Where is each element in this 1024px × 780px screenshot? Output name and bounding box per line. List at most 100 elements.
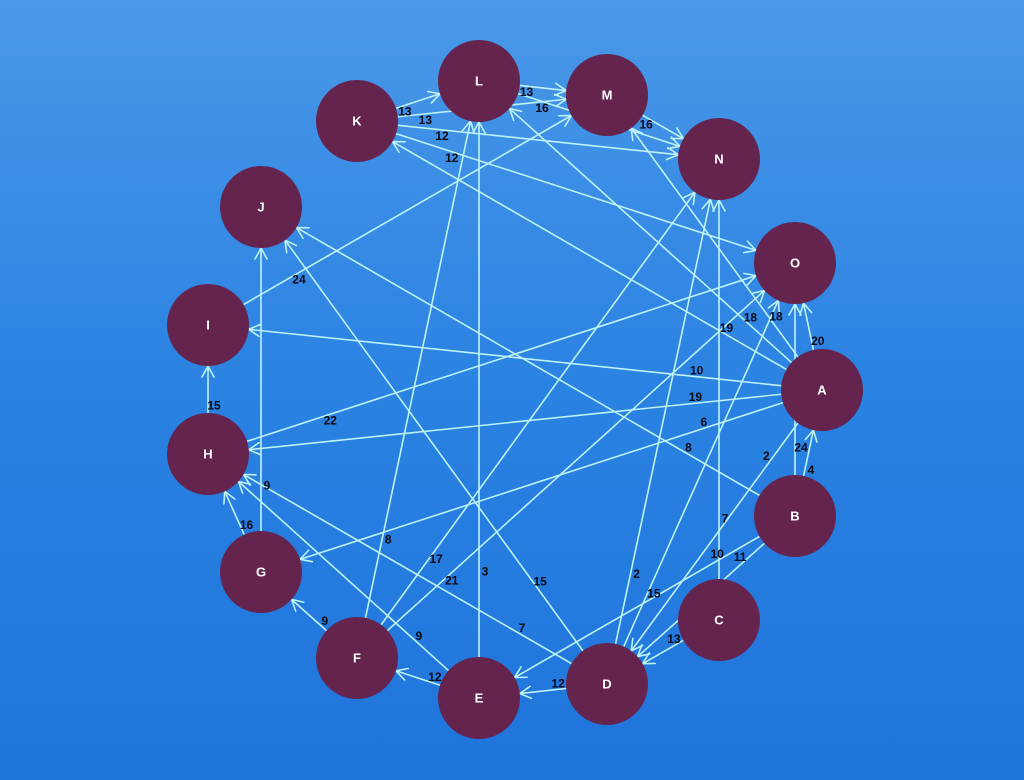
- node-circle: [754, 222, 836, 304]
- arrowhead-A-D: [630, 637, 644, 653]
- edge-G-H: [224, 491, 245, 535]
- node-label: I: [206, 318, 210, 333]
- edge-A-D: [630, 422, 799, 652]
- edge-F-O: [386, 289, 766, 632]
- edge-weight-A-K: 19: [720, 321, 734, 335]
- edge-weight-D-E: 12: [551, 676, 565, 690]
- arrowhead-B-D: [636, 644, 651, 658]
- node-label: J: [257, 200, 264, 215]
- node-circle: [566, 643, 648, 725]
- edge-K-O: [395, 132, 757, 252]
- node-circle: [438, 657, 520, 739]
- node-label: E: [475, 691, 484, 706]
- node-M: M: [566, 54, 648, 136]
- edge-weight-E-F: 12: [428, 670, 442, 684]
- edge-weight-I-M: 24: [292, 272, 306, 286]
- arrowhead-F-N: [682, 190, 696, 206]
- edge-C-D: [642, 639, 684, 665]
- node-label: H: [203, 447, 212, 462]
- node-E: E: [438, 657, 520, 739]
- edge-weight-D-O: 15: [647, 587, 661, 601]
- edge-weight-B-E: 10: [711, 547, 725, 561]
- edge-weight-C-N: 7: [722, 511, 729, 525]
- edge-weight-H-O: 22: [324, 414, 338, 428]
- arrowhead-D-E: [518, 685, 533, 700]
- node-label: D: [602, 677, 611, 692]
- edge-weight-A-I: 10: [690, 364, 704, 378]
- node-H: H: [167, 413, 249, 495]
- arrowhead-L-M: [553, 82, 568, 97]
- arrowhead-F-L: [461, 119, 475, 134]
- edge-weight-A-G: 6: [701, 415, 708, 429]
- edge-M-N: [642, 114, 684, 140]
- node-circle: [220, 531, 302, 613]
- node-label: M: [602, 88, 613, 103]
- edge-weight-M-N: 16: [639, 117, 653, 131]
- node-N: N: [678, 118, 760, 200]
- edge-weight-B-A: 4: [808, 463, 815, 477]
- edge-weight-E-H: 9: [416, 629, 423, 643]
- node-B: B: [754, 475, 836, 557]
- edge-A-H: [248, 393, 782, 451]
- arrowhead-A-M: [630, 126, 644, 142]
- node-circle: [316, 80, 398, 162]
- edge-weight-A-M: 18: [769, 310, 783, 324]
- edge-H-O: [246, 274, 757, 443]
- edge-weight-D-J: 15: [533, 575, 547, 589]
- arrowhead-A-I: [247, 323, 262, 338]
- node-label: L: [475, 74, 483, 89]
- node-label: N: [714, 152, 723, 167]
- edge-weight-B-D: 11: [734, 550, 747, 564]
- edge-weight-L-N: 16: [535, 101, 549, 115]
- arrowhead-E-H: [237, 480, 252, 495]
- edge-E-F: [395, 670, 441, 686]
- edge-weight-L-M: 13: [520, 85, 534, 99]
- node-circle: [566, 54, 648, 136]
- edge-L-M: [519, 84, 567, 92]
- edge-D-J: [284, 239, 584, 652]
- edge-weight-K-O: 12: [445, 151, 459, 165]
- edge-weight-E-L: 3: [482, 564, 489, 578]
- node-I: I: [167, 284, 249, 366]
- node-circle: [167, 413, 249, 495]
- node-label: F: [353, 651, 361, 666]
- node-K: K: [316, 80, 398, 162]
- node-label: C: [714, 613, 724, 628]
- edge-B-J: [296, 226, 760, 497]
- edge-K-N: [397, 124, 679, 156]
- edge-weight-K-N: 12: [435, 129, 449, 143]
- node-circle: [781, 349, 863, 431]
- edge-weight-D-N: 2: [633, 567, 640, 581]
- edge-A-G: [299, 401, 784, 561]
- node-circle: [678, 579, 760, 661]
- node-label: B: [790, 509, 799, 524]
- edge-B-A: [802, 429, 815, 477]
- edge-weight-A-O: 20: [811, 334, 825, 348]
- node-J: J: [220, 166, 302, 248]
- edge-D-H: [243, 473, 572, 665]
- edge-weight-B-J: 8: [685, 440, 692, 454]
- node-circle: [167, 284, 249, 366]
- edge-weight-A-D: 2: [763, 449, 770, 463]
- node-circle: [754, 475, 836, 557]
- edge-weight-G-H: 16: [240, 518, 254, 532]
- edge-D-E: [519, 687, 567, 695]
- node-circle: [678, 118, 760, 200]
- edge-A-O: [802, 302, 815, 351]
- edge-weight-F-O: 21: [445, 574, 459, 588]
- node-label: G: [256, 565, 266, 580]
- edge-I-M: [243, 114, 572, 306]
- edge-F-N: [380, 191, 696, 626]
- node-O: O: [754, 222, 836, 304]
- arrowhead-B-A: [804, 428, 818, 443]
- node-label: O: [790, 256, 800, 271]
- edge-weight-G-J: 9: [264, 479, 271, 493]
- edge-weight-D-H: 7: [519, 621, 526, 635]
- node-F: F: [316, 617, 398, 699]
- edge-F-L: [364, 120, 472, 619]
- node-L: L: [438, 40, 520, 122]
- edge-K-L: [395, 93, 441, 109]
